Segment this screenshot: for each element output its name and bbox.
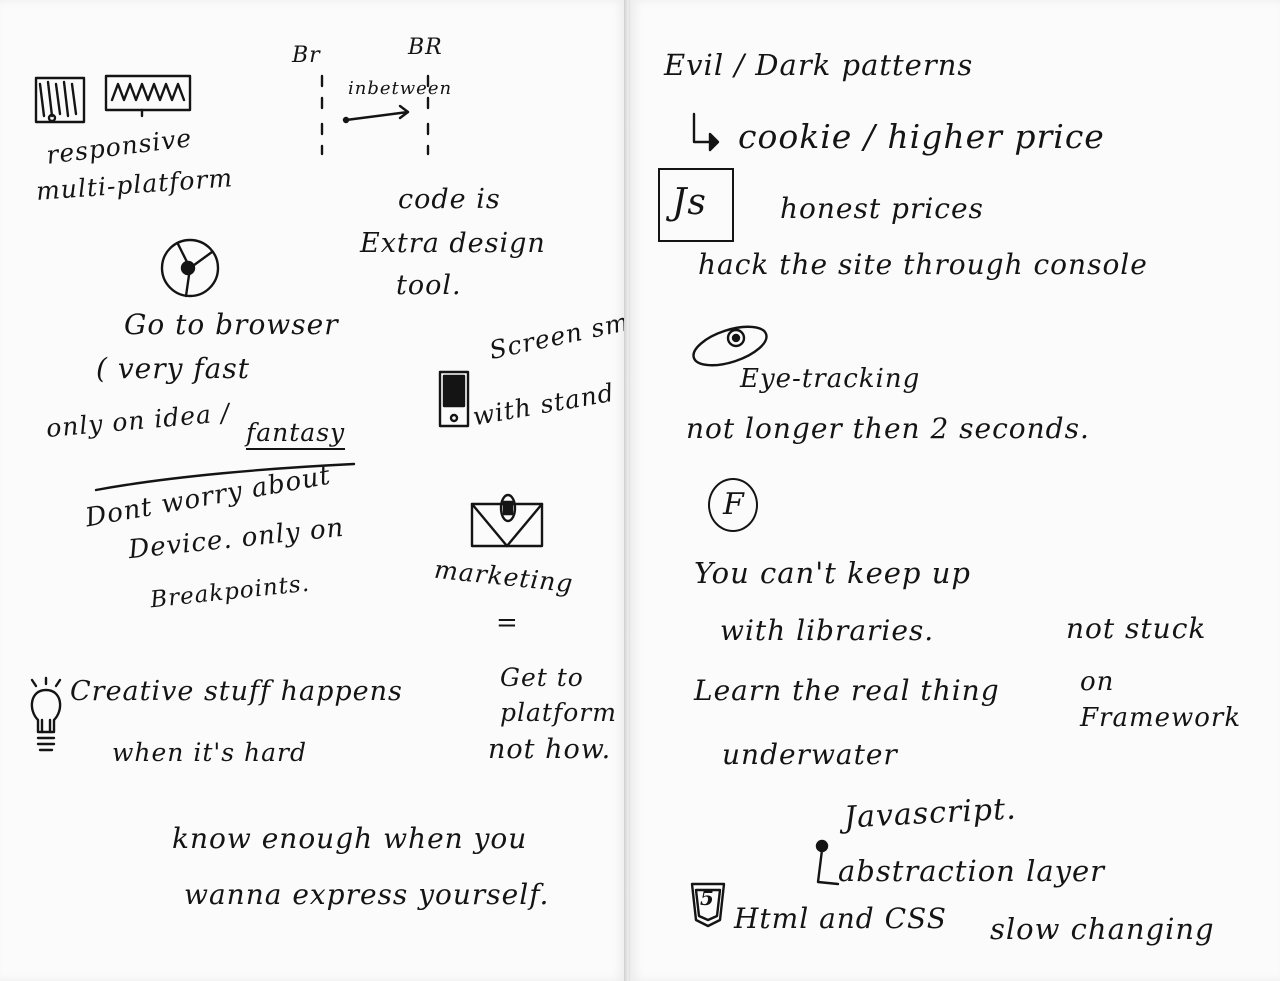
code-is-text: code is	[398, 184, 501, 215]
only-on-idea-text: only on idea /	[45, 398, 232, 443]
eye-tracking-text: Eye-tracking	[740, 364, 921, 394]
underwater-text: underwater	[722, 738, 898, 771]
not-longer-text: not longer then 2 seconds.	[686, 412, 1090, 445]
get-to-platform-text: Get to platform	[500, 663, 617, 727]
light-bulb-icon	[30, 676, 62, 752]
br-right-label: BR	[408, 35, 443, 60]
left-page: Br BR inbetween responsive multi-platfor…	[0, 0, 665, 981]
browser-logo-icon	[160, 238, 220, 298]
br-left-label: Br	[292, 43, 321, 68]
responsive-text: responsive	[44, 123, 194, 170]
when-its-hard-text: when it's hard	[112, 738, 307, 767]
wanna-express-text: wanna express yourself.	[184, 878, 550, 911]
marketing-text: marketing	[432, 554, 575, 599]
not-how-text: not how.	[488, 734, 612, 765]
phone-stand-icon	[438, 370, 470, 428]
notebook-gutter	[624, 0, 632, 981]
hack-the-site-text: hack the site through console	[698, 248, 1148, 281]
javascript-text: Javascript.	[843, 791, 1018, 836]
js-badge-label: Js	[672, 182, 707, 223]
marketing-envelope-icon	[470, 493, 544, 548]
learn-real-thing-text: Learn the real thing	[694, 674, 1000, 707]
cookie-price-text: cookie / higher price	[738, 117, 1105, 156]
f-badge: F	[708, 478, 758, 532]
with-libraries-text: with libraries.	[720, 614, 935, 647]
corner-arrow-icon	[692, 112, 720, 152]
know-enough-text: know enough when you	[172, 822, 528, 855]
evil-dark-patterns-text: Evil / Dark patterns	[664, 48, 974, 82]
breakpoint-arrow-icon	[320, 74, 430, 156]
slow-changing-text: slow changing	[990, 912, 1215, 946]
multi-platform-text: multi-platform	[35, 163, 234, 206]
f-badge-label: F	[723, 487, 745, 522]
inbetween-label: inbetween	[348, 78, 453, 99]
abstraction-arrow-icon	[815, 839, 840, 886]
device-only-on-text: Device. only on	[126, 512, 346, 566]
with-stand-text: with stand	[470, 377, 617, 432]
tool-text: tool.	[396, 270, 462, 301]
devices-sketch-icon	[34, 74, 192, 124]
eye-icon	[692, 325, 768, 367]
creative-stuff-text: Creative stuff happens	[70, 676, 403, 707]
very-fast-text: ( very fast	[96, 352, 250, 385]
go-to-browser-text: Go to browser	[124, 308, 339, 341]
js-badge: Js	[658, 168, 734, 242]
on-framework-text: on Framework	[1080, 667, 1242, 734]
cant-keep-up-text: You can't keep up	[694, 556, 971, 590]
fantasy-text: fantasy	[246, 419, 346, 451]
right-page: Evil / Dark patterns cookie / higher pri…	[630, 0, 1280, 981]
html5-shield-icon	[690, 882, 726, 928]
extra-design-text: Extra design	[360, 228, 546, 259]
honest-prices-text: honest prices	[780, 192, 984, 225]
equals-text: =	[496, 608, 519, 638]
html-css-text: Html and CSS	[734, 902, 947, 935]
breakpoints-text: Breakpoints.	[149, 570, 312, 614]
abstraction-layer-text: abstraction layer	[838, 854, 1106, 888]
not-stuck-text: not stuck	[1066, 612, 1207, 645]
html5-badge-label: 5	[700, 886, 715, 910]
separator-stroke	[94, 462, 356, 492]
